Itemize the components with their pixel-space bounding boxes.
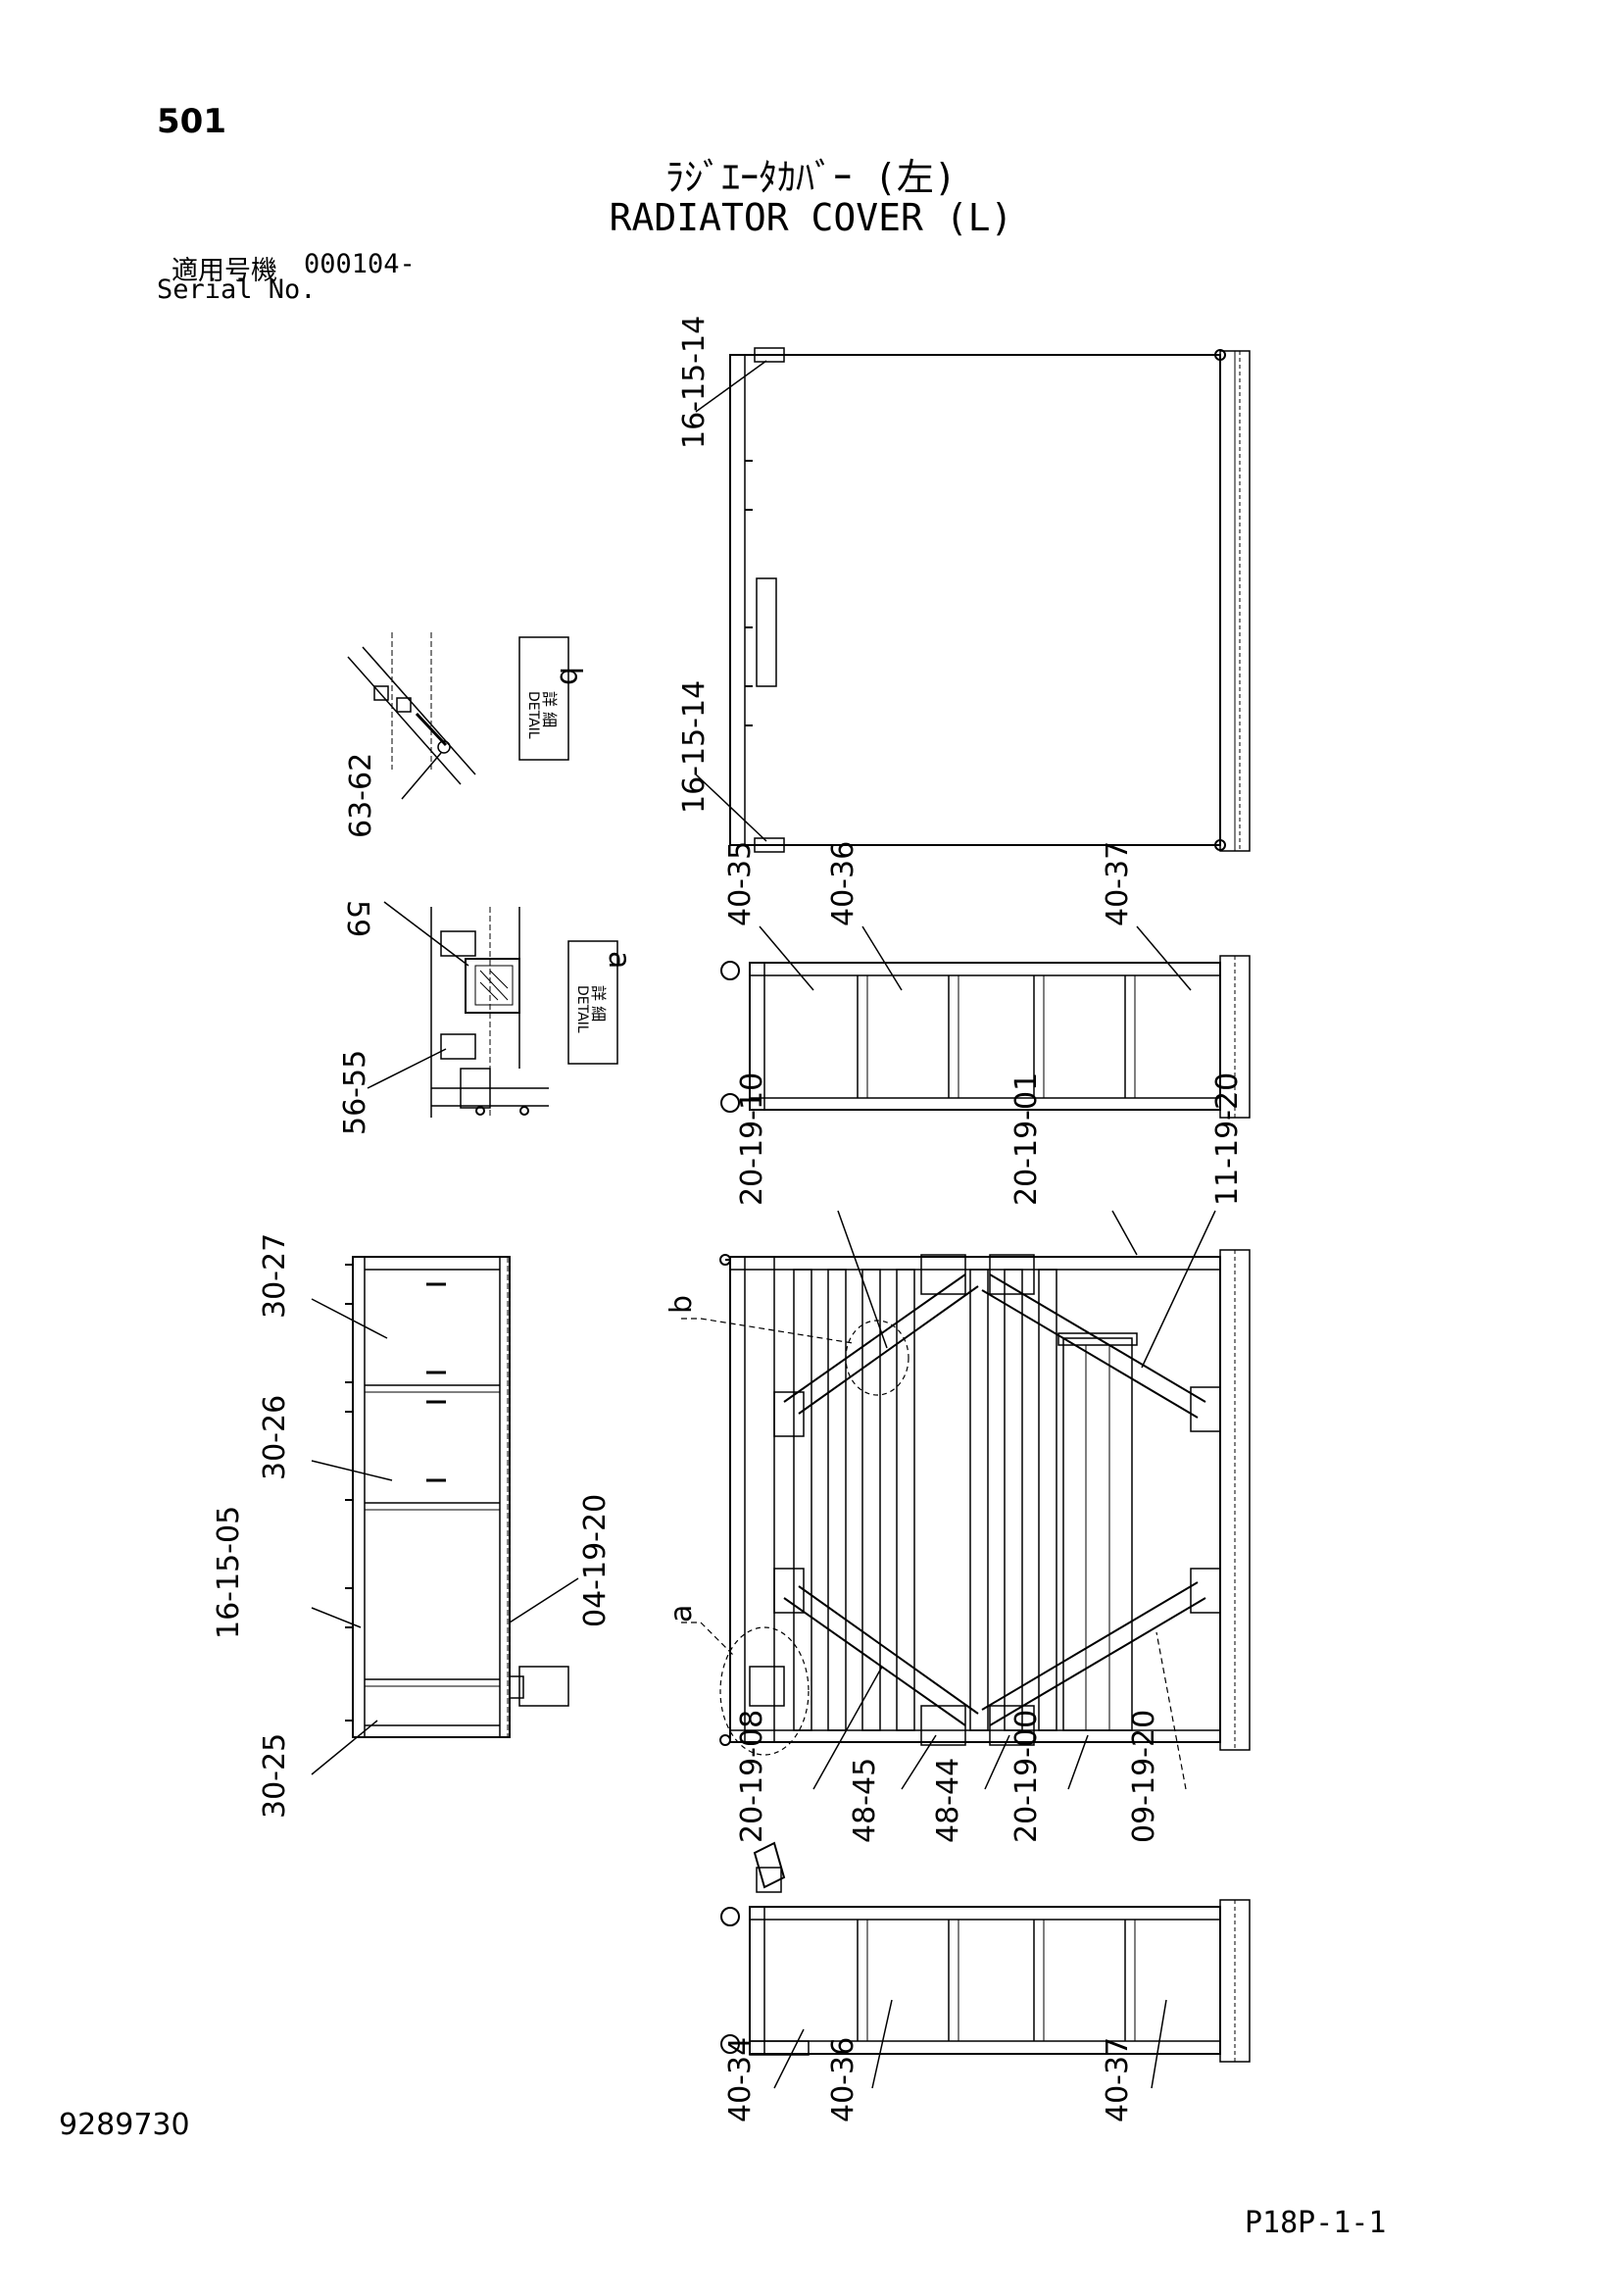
callout-main-b-ref-label: b xyxy=(664,1295,699,1314)
callout-detail-a-bottom: 56-55 xyxy=(338,1048,447,1135)
detail-b-label-en: DETAIL xyxy=(525,691,541,739)
detail-a-label-jp: 詳 細 xyxy=(589,985,608,1022)
callout-detail-a-bottom-label: 56-55 xyxy=(338,1050,372,1135)
serial-label-japanese: 適用号機 xyxy=(172,256,277,286)
callout-main-top-a-label: 20-19-10 xyxy=(735,1073,769,1206)
view-bottom xyxy=(720,1841,1251,2063)
callout-main-top-c-label: 11-19-20 xyxy=(1210,1073,1245,1206)
detail-a-letter: a xyxy=(602,951,636,969)
callout-left-5-label: 30-25 xyxy=(258,1733,292,1819)
callout-mid1-a-label: 40-35 xyxy=(723,841,758,926)
callout-left-5: 30-25 xyxy=(258,1720,378,1819)
callout-main-b-ref: b xyxy=(664,1295,854,1344)
serial-label-english: Serial No. xyxy=(157,275,317,305)
detail-a-view: a 詳 細 DETAIL xyxy=(430,907,636,1118)
callout-bot-2-label: 40-36 xyxy=(826,2037,860,2122)
callout-left-1: 30-27 xyxy=(258,1233,388,1339)
callout-mid1-b: 40-36 xyxy=(826,841,903,991)
callout-top-lower: 16-15-14 xyxy=(677,680,767,842)
callout-main-bot-3-label: 48-44 xyxy=(931,1758,965,1843)
callout-bot-3: 40-37 xyxy=(1101,1999,1167,2122)
callout-bot-2: 40-36 xyxy=(826,1999,893,2122)
callout-main-bot-5-label: 09-19-20 xyxy=(1127,1710,1161,1843)
callout-left-1-label: 30-27 xyxy=(258,1233,292,1319)
view-mid1 xyxy=(720,955,1251,1119)
callout-main-a-ref-label: a xyxy=(664,1605,699,1622)
title-japanese: ﾗｼﾞｴｰﾀｶﾊﾞｰ (左) xyxy=(665,156,957,199)
detail-a-label-en: DETAIL xyxy=(574,985,590,1033)
callout-left-3: 16-15-05 xyxy=(212,1506,362,1639)
detail-b-letter: b xyxy=(553,667,587,685)
callout-main-bot-1: 20-19-08 xyxy=(735,1666,883,1843)
view-main xyxy=(719,1249,1251,1756)
detail-a-marker xyxy=(719,1626,810,1756)
callout-main-bot-2-label: 48-45 xyxy=(848,1758,882,1843)
callout-detail-b: 63-62 xyxy=(344,752,442,838)
callout-bot-3-label: 40-37 xyxy=(1101,2037,1135,2122)
callout-mid1-c: 40-37 xyxy=(1101,841,1192,991)
detail-b-view: b 詳 細 DETAIL xyxy=(347,632,587,785)
callout-detail-a-top: 59 xyxy=(340,900,469,967)
callout-main-bot-4: 20-19-00 xyxy=(1009,1710,1089,1843)
callout-main-bot-3: 48-44 xyxy=(931,1734,1010,1843)
page-reference: P18P-1-1 xyxy=(1245,2206,1387,2240)
page-number: 501 xyxy=(157,102,226,141)
callout-mid1-a: 40-35 xyxy=(723,841,814,991)
callout-main-bot-5: 09-19-20 xyxy=(1127,1631,1187,1843)
callout-main-top-b-label: 20-19-01 xyxy=(1009,1073,1044,1206)
callout-left-3-label: 16-15-05 xyxy=(212,1506,246,1639)
callout-bot-1: 40-34 xyxy=(723,2028,805,2122)
view-top-frame xyxy=(729,347,1251,853)
callout-left-2-label: 30-26 xyxy=(258,1395,292,1480)
callout-bot-1-label: 40-34 xyxy=(723,2037,758,2122)
callout-detail-b-label: 63-62 xyxy=(344,753,378,838)
callout-top-lower-label: 16-15-14 xyxy=(677,680,712,814)
callout-main-top-a: 20-19-10 xyxy=(735,1073,888,1349)
callout-mid1-c-label: 40-37 xyxy=(1101,841,1135,926)
callout-main-bot-1-label: 20-19-08 xyxy=(735,1710,769,1843)
callout-left-2: 30-26 xyxy=(258,1395,393,1481)
callout-main-top-c: 11-19-20 xyxy=(1141,1073,1245,1369)
title-english: RADIATOR COVER (L) xyxy=(609,196,1013,239)
callout-main-bot-4-label: 20-19-00 xyxy=(1009,1710,1044,1843)
callout-main-top-b: 20-19-01 xyxy=(1009,1073,1138,1256)
callout-mid1-b-label: 40-36 xyxy=(826,841,860,926)
document-number: 9289730 xyxy=(59,2108,190,2142)
detail-b-label-jp: 詳 細 xyxy=(540,691,559,727)
callout-main-a-ref: a xyxy=(664,1605,736,1658)
callout-left-4: 04-19-20 xyxy=(509,1494,613,1627)
callout-top-upper-label: 16-15-14 xyxy=(677,316,712,449)
detail-b-frame xyxy=(518,636,569,761)
callout-detail-a-top-label: 59 xyxy=(340,900,374,937)
callout-left-4-label: 04-19-20 xyxy=(578,1494,613,1627)
detail-a-frame xyxy=(567,940,618,1065)
serial-value: 000104- xyxy=(304,249,416,279)
callout-main-bot-2: 48-45 xyxy=(848,1734,937,1843)
callout-top-upper: 16-15-14 xyxy=(677,316,767,449)
view-left-side xyxy=(345,1256,569,1738)
